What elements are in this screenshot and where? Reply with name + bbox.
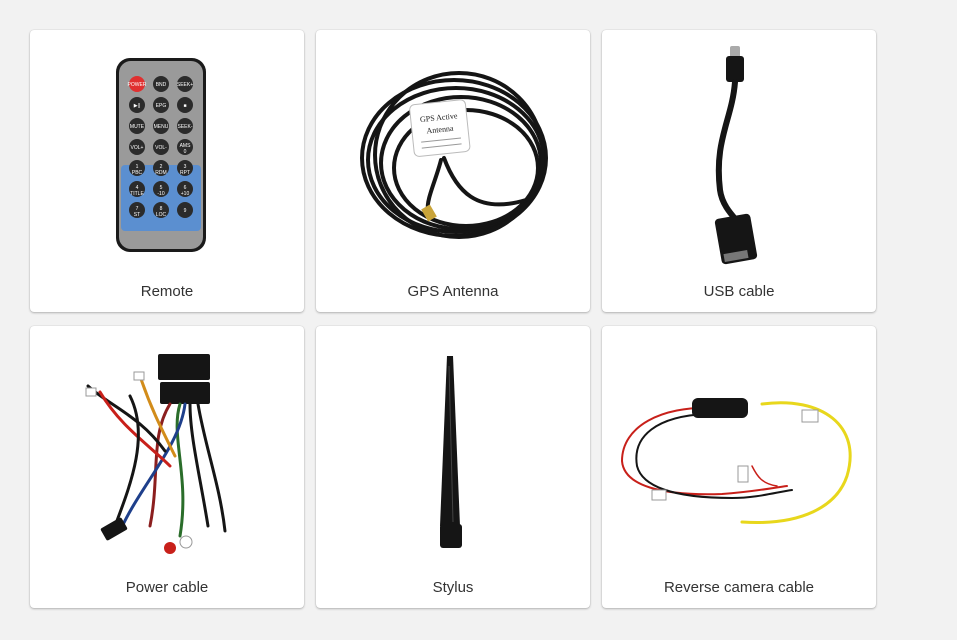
remote-button-label: EPG: [156, 103, 167, 109]
remote-button: [177, 181, 193, 197]
remote-button-label: 4: [136, 185, 139, 191]
product-label: Power cable: [125, 579, 209, 596]
remote-button: [129, 139, 145, 155]
product-label: GPS Antenna: [407, 283, 499, 300]
remote-button-label: 3: [184, 164, 187, 170]
remote-button: [129, 97, 145, 113]
remote-button-label: TITLE: [130, 191, 144, 197]
remote-button-label: -10: [157, 191, 164, 197]
remote-button-label: VOL-: [155, 145, 167, 151]
remote-button-label: SEEK-: [177, 124, 192, 130]
remote-button: [153, 118, 169, 134]
remote-button: [153, 181, 169, 197]
product-card-usb-cable[interactable]: USB cable: [602, 30, 876, 312]
reverse-camera-cable-icon: [620, 398, 852, 525]
remote-button: [129, 160, 145, 176]
gps-antenna-icon: GPS Active Antenna: [360, 71, 548, 239]
usb-cable-icon: [714, 46, 758, 265]
remote-button-label: MENU: [154, 124, 169, 130]
remote-button-label: BND: [156, 82, 167, 88]
remote-button: [153, 139, 169, 155]
antenna-label-line1: GPS Active: [420, 111, 459, 124]
remote-button: [129, 118, 145, 134]
remote-button-label: RPT: [180, 170, 190, 176]
remote-button: [177, 139, 193, 155]
remote-button-label: +10: [181, 191, 190, 197]
remote-button-label: 9: [184, 208, 187, 214]
remote-button-label: POWER: [128, 82, 147, 88]
remote-button: [129, 76, 145, 92]
remote-button-label: RDM: [155, 170, 166, 176]
power-cable-icon: [85, 354, 227, 554]
remote-button: [177, 118, 193, 134]
remote-button-label: ■: [183, 103, 186, 109]
remote-button-label: 8: [160, 206, 163, 212]
remote-button: [153, 202, 169, 218]
remote-button-label: PBC: [132, 170, 143, 176]
product-label: Stylus: [432, 579, 474, 596]
remote-button-label: VOL+: [131, 145, 144, 151]
remote-button-label: AMS: [180, 143, 192, 149]
remote-control-icon: POWER BND SEEK+ ▶|| EPG ■ MUTE MENU SEEK- VOL+ VOL…: [116, 58, 206, 252]
remote-button-label: ST: [134, 212, 140, 218]
product-card-remote[interactable]: POWER BND SEEK+ ▶|| EPG ■ MUTE MENU SEEK- VOL+ VOL…: [30, 30, 304, 312]
product-card-reverse-camera-cable[interactable]: Reverse camera cable: [602, 326, 876, 608]
remote-button-label: LOC: [156, 212, 167, 218]
remote-button: [177, 202, 193, 218]
remote-button-label: 2: [160, 164, 163, 170]
remote-button: [177, 160, 193, 176]
remote-button: [129, 202, 145, 218]
remote-button-label: 0: [184, 149, 187, 155]
product-card-power-cable[interactable]: Power cable: [30, 326, 304, 608]
antenna-label-line2: Antenna: [426, 124, 454, 136]
remote-button: [129, 181, 145, 197]
remote-button-label: MUTE: [130, 124, 145, 130]
remote-button-label: 1: [136, 164, 139, 170]
remote-button-label: 5: [160, 185, 163, 191]
remote-button: [153, 160, 169, 176]
remote-button: [153, 76, 169, 92]
remote-button: [177, 97, 193, 113]
remote-button-label: SEEK+: [177, 82, 193, 88]
remote-button: [153, 97, 169, 113]
product-label: Remote: [140, 283, 194, 300]
product-label: Reverse camera cable: [663, 579, 815, 596]
remote-button-label: 6: [184, 185, 187, 191]
remote-button: [177, 76, 193, 92]
remote-button-label: ▶||: [134, 103, 140, 109]
product-card-gps-antenna[interactable]: GPS Active Antenna GPS Antenna: [316, 30, 590, 312]
stylus-icon: [440, 356, 462, 548]
product-label: USB cable: [703, 283, 775, 300]
remote-button-label: 7: [136, 206, 139, 212]
product-card-stylus[interactable]: Stylus: [316, 326, 590, 608]
